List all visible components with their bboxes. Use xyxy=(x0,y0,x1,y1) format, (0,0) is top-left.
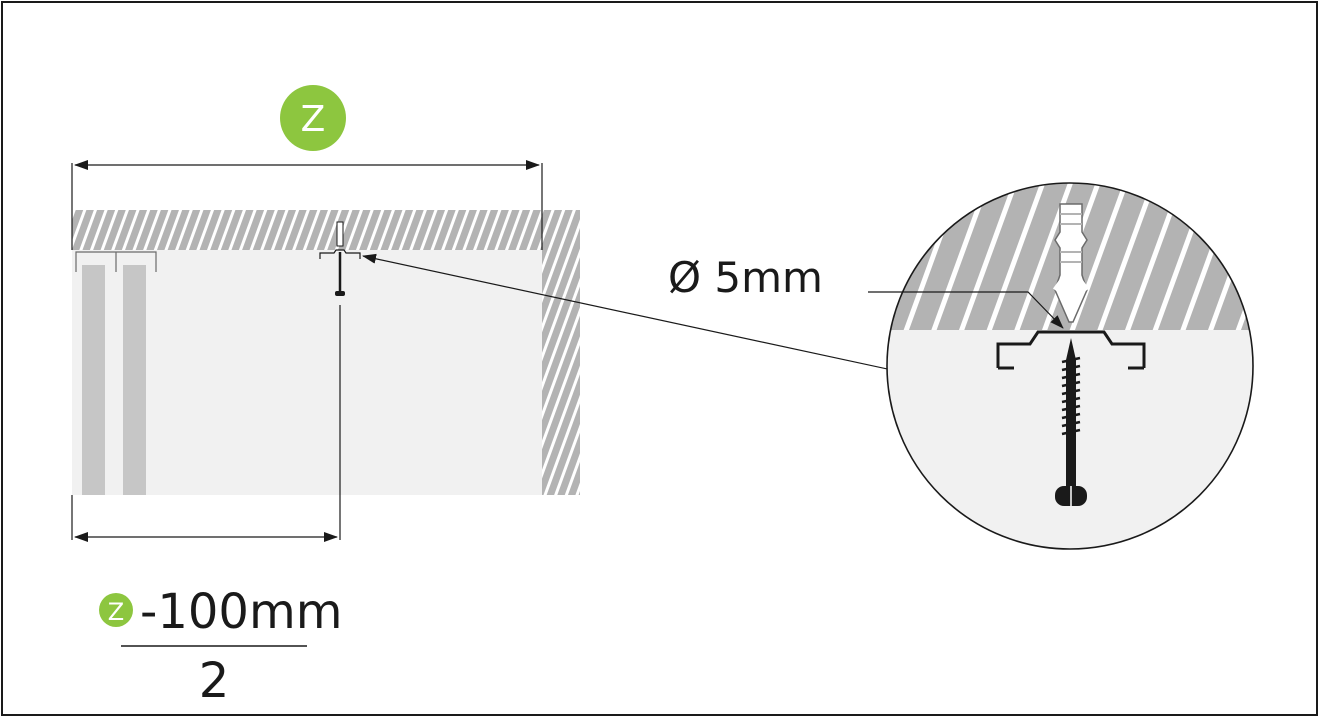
screw-icon xyxy=(1055,338,1087,506)
side-wall-hatch xyxy=(542,250,580,495)
detail-circle xyxy=(868,182,1254,550)
z-badge-letter: Z xyxy=(301,99,326,140)
formula-numerator: -100mm xyxy=(140,584,342,640)
detail-leader-line xyxy=(362,253,893,371)
wall-plug-icon xyxy=(1052,203,1090,323)
wall-overview xyxy=(71,160,893,542)
small-anchor-assembly xyxy=(319,221,361,296)
mounting-bracket-icon xyxy=(319,249,361,259)
z-badge-formula-circle xyxy=(99,593,133,627)
formula: Z -100mm 2 xyxy=(99,584,342,709)
formula-denominator: 2 xyxy=(199,653,230,709)
z-badge-top: Z xyxy=(280,85,346,151)
ceiling-hatch xyxy=(72,210,580,250)
panel-surface xyxy=(72,250,542,495)
diameter-leader-line xyxy=(868,291,1064,329)
z-badge-circle xyxy=(280,85,346,151)
wall-plug-icon xyxy=(336,221,344,247)
rail-right xyxy=(123,265,146,495)
diameter-label: Ø 5mm xyxy=(668,253,823,302)
rail-bracket-marks xyxy=(75,251,157,272)
z-badge-formula-letter: Z xyxy=(108,598,124,626)
rail-left xyxy=(82,265,105,495)
screw-icon xyxy=(335,252,345,296)
detail-circle-outline xyxy=(886,182,1254,550)
mounting-bracket-icon xyxy=(996,330,1146,368)
